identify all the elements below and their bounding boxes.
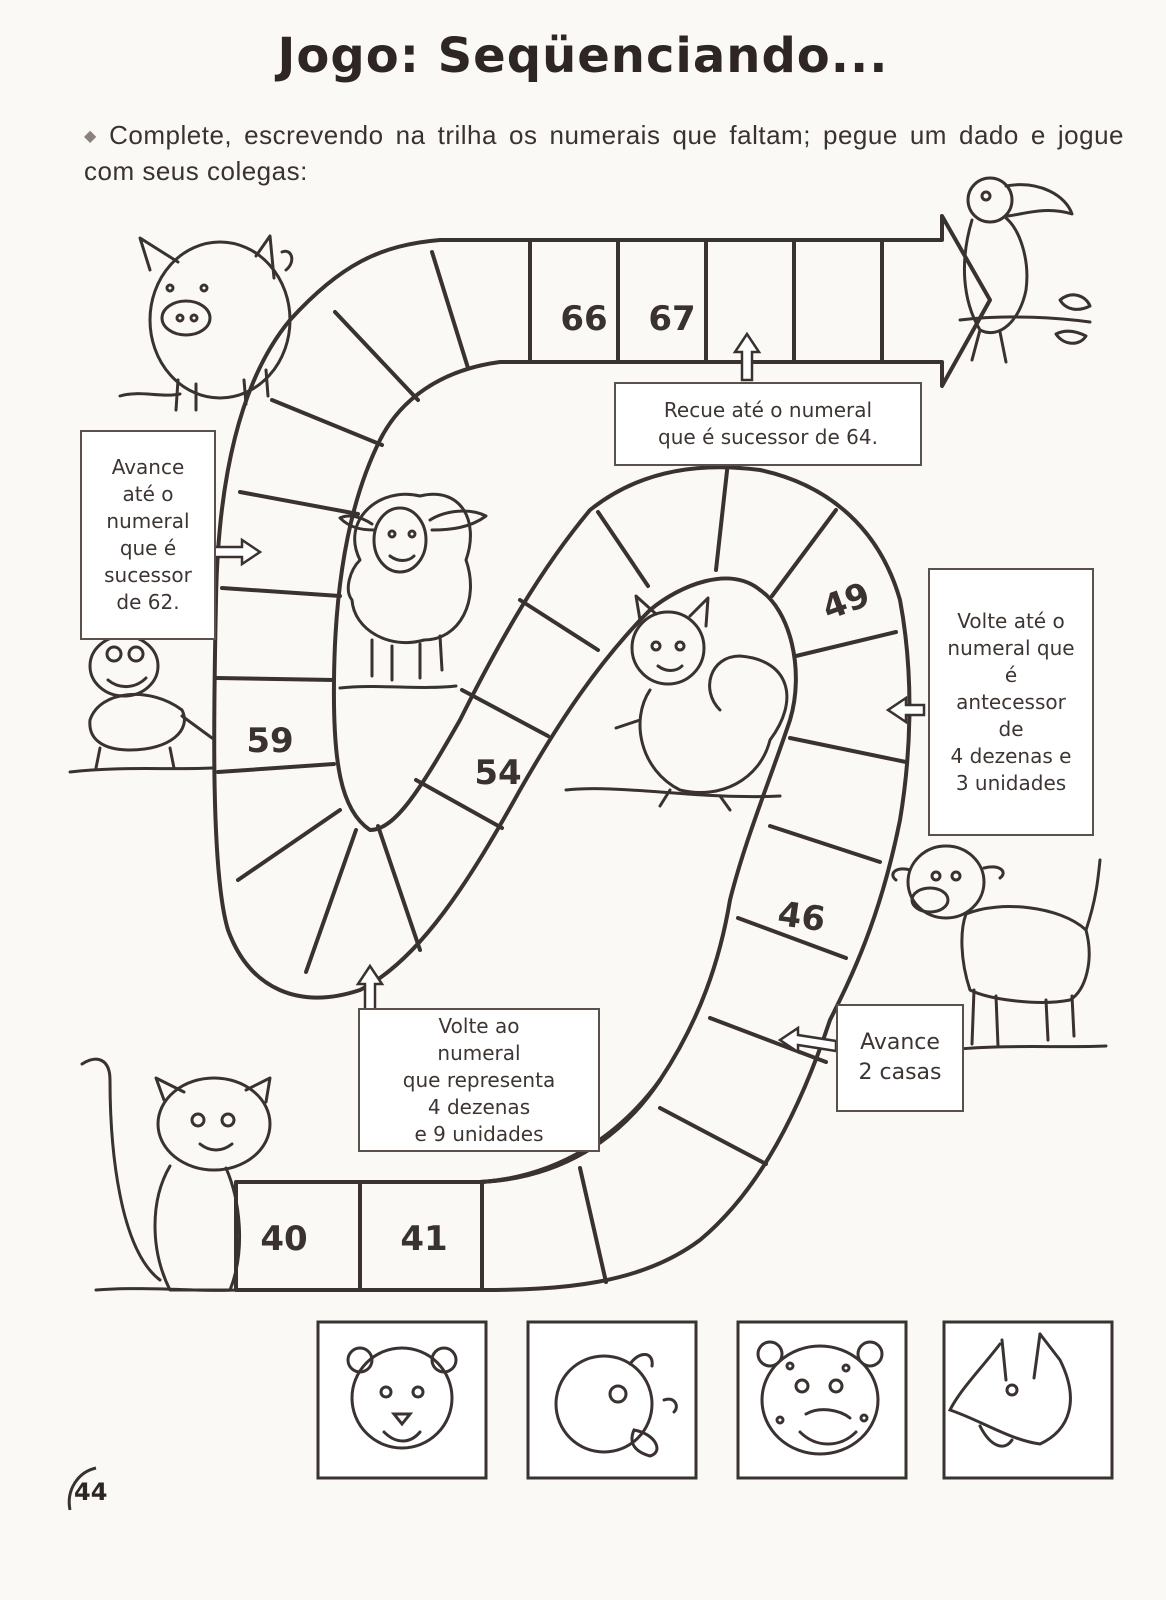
cell-divider — [708, 1016, 828, 1064]
cell-divider — [596, 510, 650, 588]
track-outer-edge — [212, 214, 992, 1292]
sheep-icon — [338, 492, 488, 690]
cell-41: 41 — [400, 1219, 447, 1259]
cell-divider — [518, 598, 600, 652]
page-number: 44 — [74, 1478, 108, 1506]
instruction-text: ◆Complete, escrevendo na trilha os numer… — [84, 118, 1124, 188]
cell-divider — [460, 688, 550, 738]
note-avance-2: Avance 2 casas — [836, 1004, 964, 1112]
turtle-icon — [68, 634, 214, 774]
cow-icon — [891, 844, 1108, 1052]
cell-divider — [768, 824, 882, 864]
note-volte-antecessor: Volte até o numeral que é antecessor de … — [928, 568, 1094, 836]
page-corner-decoration — [67, 1466, 97, 1511]
cell-divider — [238, 490, 360, 516]
cell-divider — [216, 762, 336, 774]
cell-divider — [333, 310, 420, 402]
face-box-wolf — [942, 1320, 1114, 1480]
cell-divider — [236, 808, 342, 882]
chick-icon — [554, 1353, 678, 1458]
cell-divider — [788, 736, 908, 764]
note-recue: Recue até o numeral que é sucessor de 64… — [614, 382, 922, 466]
pig-icon — [118, 234, 294, 412]
cell-divider — [214, 676, 336, 682]
cell-46: 46 — [775, 894, 827, 940]
note-avance-62: Avance até o numeral que é sucessor de 6… — [80, 430, 216, 640]
lion-icon — [346, 1346, 458, 1450]
cell-divider — [430, 250, 470, 370]
bullet-icon: ◆ — [84, 128, 102, 146]
page-title: Jogo: Seqüenciando... — [277, 28, 889, 84]
cell-divider — [736, 916, 848, 960]
cell-divider — [270, 398, 384, 447]
leopard-icon — [756, 1340, 884, 1456]
cell-67: 67 — [648, 299, 695, 339]
toucan-icon — [958, 176, 1092, 364]
cell-divider — [220, 586, 342, 598]
cell-divider — [578, 1166, 608, 1284]
cell-divider — [304, 828, 358, 974]
squirrel-icon — [564, 594, 789, 812]
cat-icon — [80, 1057, 272, 1292]
cell-66: 66 — [560, 299, 607, 339]
cell-divider — [414, 778, 504, 830]
cell-54: 54 — [474, 753, 521, 793]
cell-59: 59 — [246, 721, 293, 761]
cell-divider — [658, 1106, 768, 1166]
note-volte-49: Volte ao numeral que representa 4 dezena… — [358, 1008, 600, 1152]
face-box-lion — [316, 1320, 488, 1480]
cell-divider — [376, 824, 422, 952]
cell-divider — [770, 508, 838, 598]
cell-divider — [794, 630, 898, 658]
arrow-up-icon — [732, 331, 762, 382]
wolf-icon — [947, 1332, 1072, 1448]
arrow-right-icon — [212, 537, 263, 567]
cell-40: 40 — [260, 1219, 307, 1259]
cell-divider — [714, 460, 730, 572]
arrow-left-icon — [885, 695, 926, 725]
cell-49: 49 — [817, 575, 875, 629]
instruction-label: Complete, escrevendo na trilha os numera… — [84, 120, 1124, 187]
